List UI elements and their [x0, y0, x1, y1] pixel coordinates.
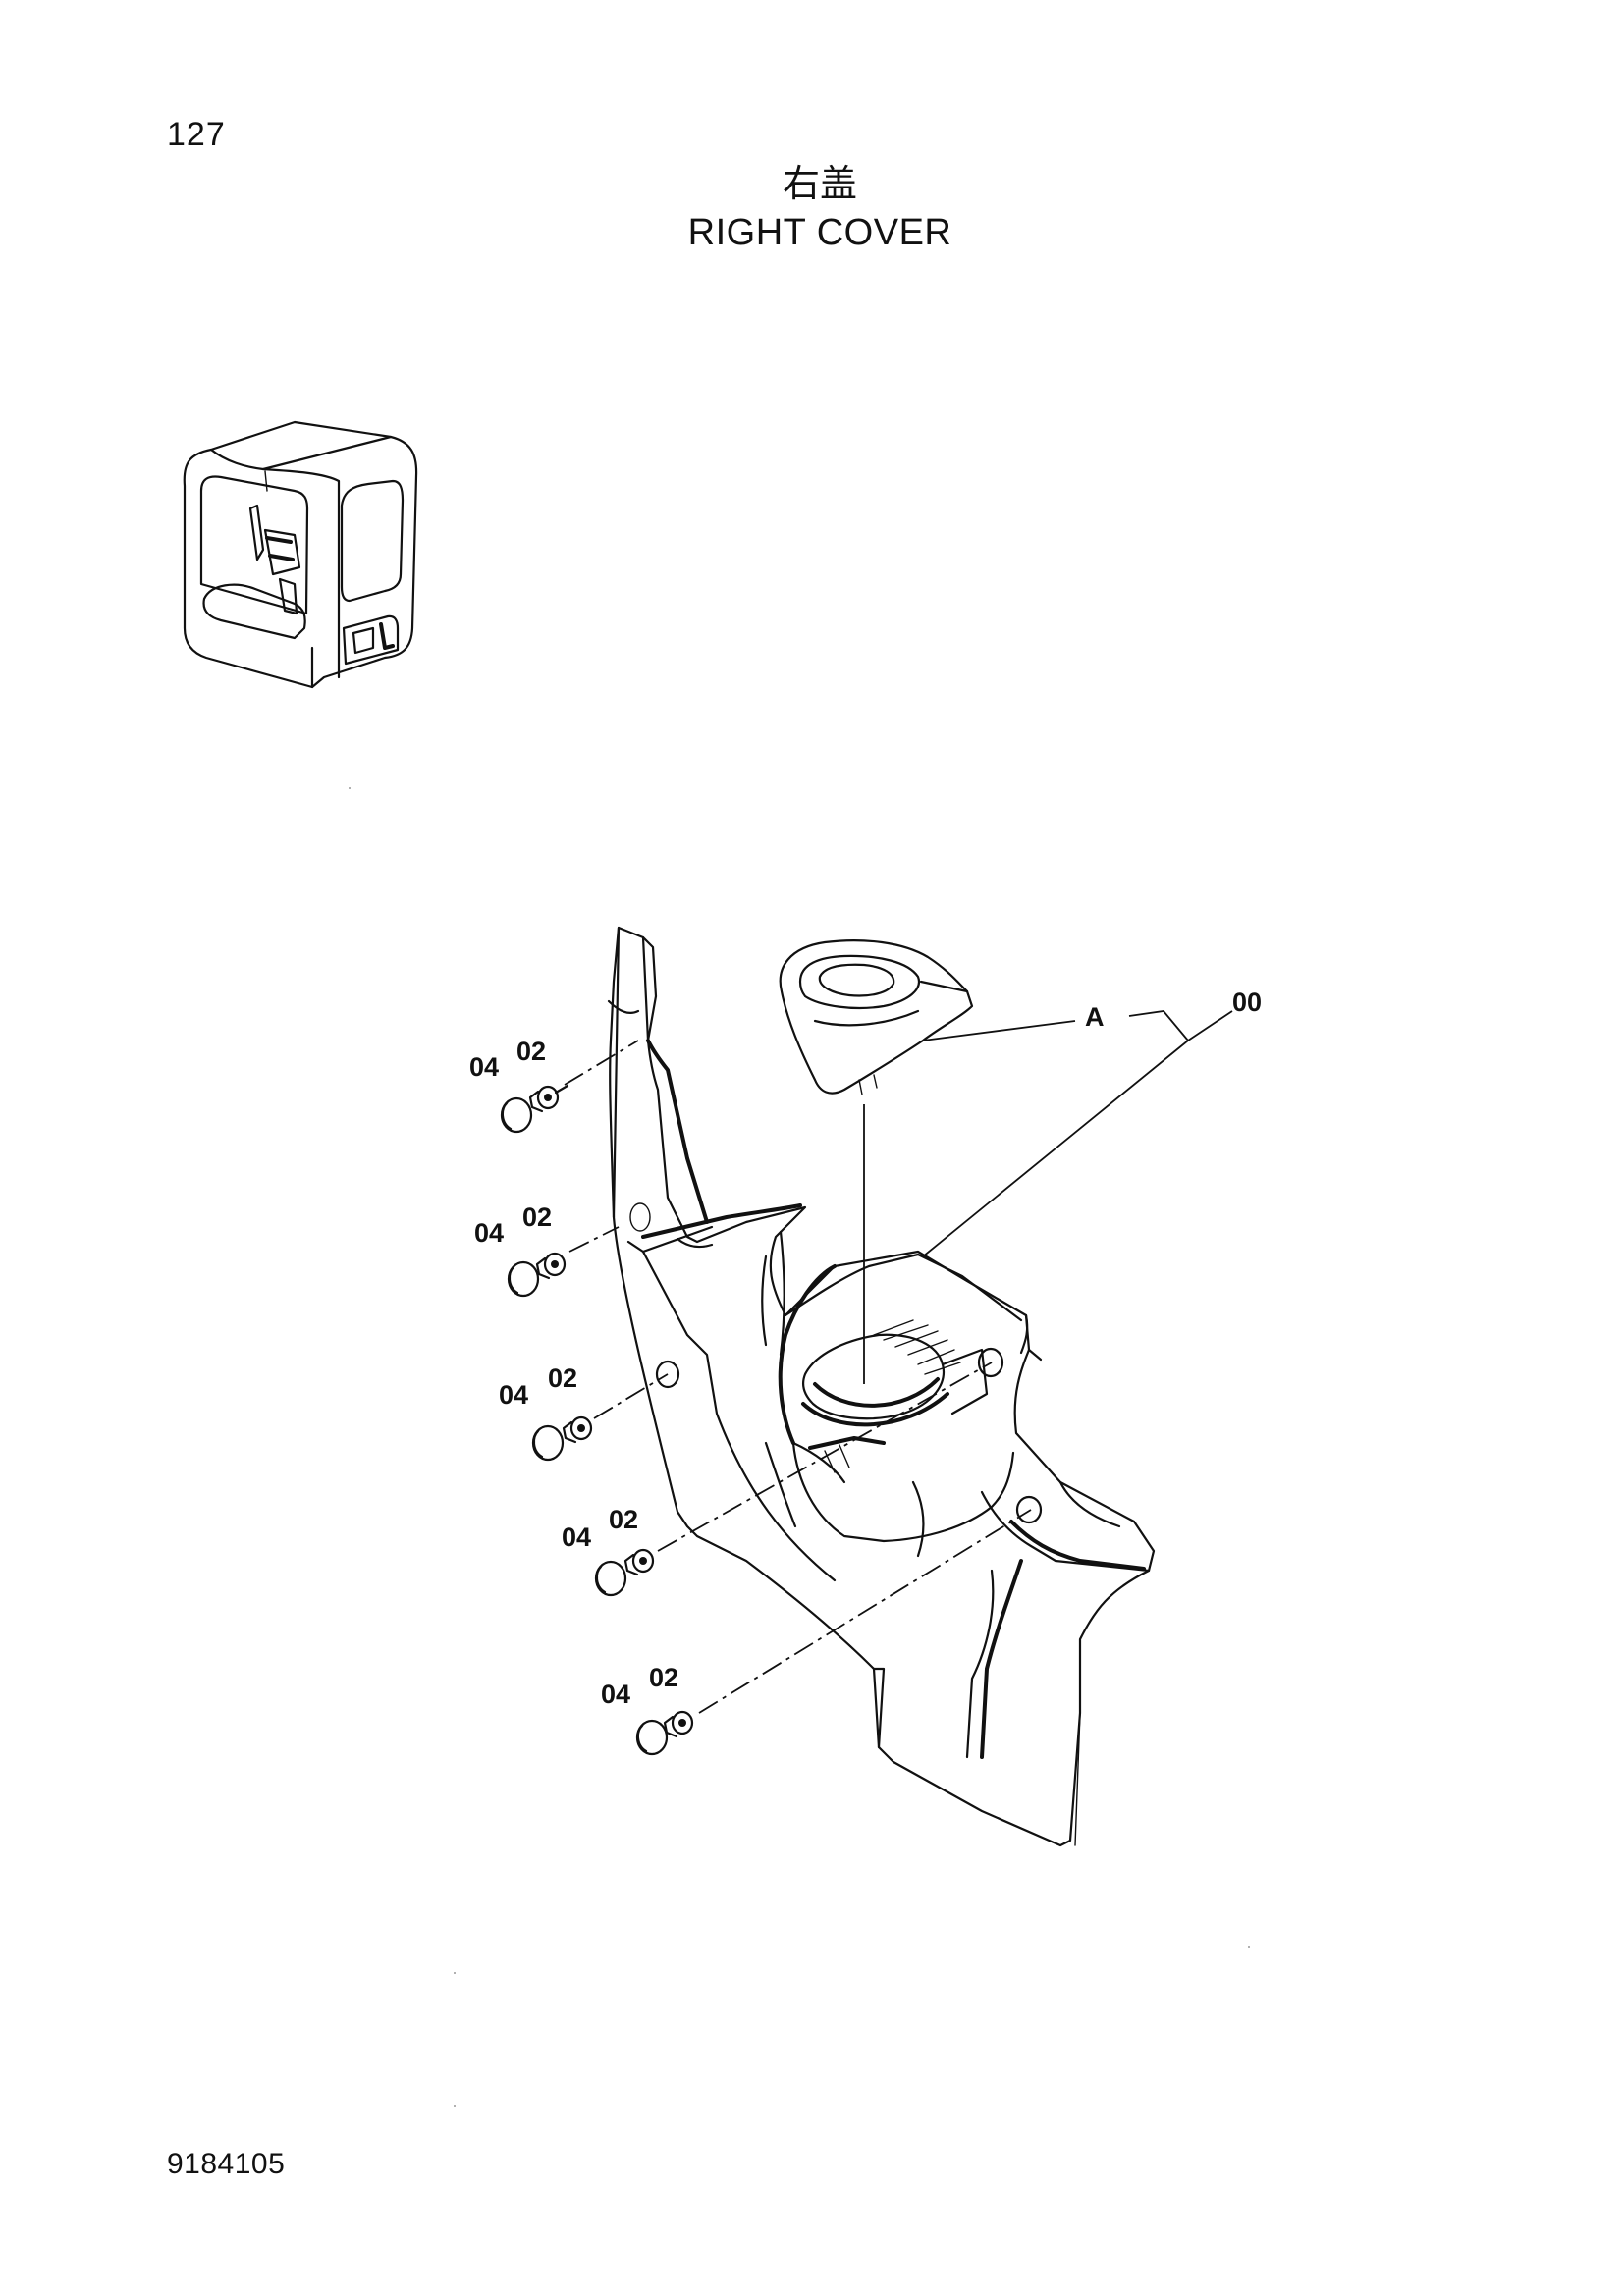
fastener-group-5: 04 02 — [601, 1663, 694, 1756]
cap-callout: 04 — [562, 1522, 591, 1552]
drawing-number: 9184105 — [167, 2148, 286, 2180]
cap-icon — [594, 1560, 627, 1597]
leader-lines — [863, 1010, 1233, 1384]
fastener-group-1: 04 02 — [469, 1037, 569, 1134]
screw-callout: 02 — [516, 1037, 546, 1066]
cap-icon — [507, 1260, 540, 1298]
cap-callout: 04 — [474, 1218, 504, 1248]
page-title-chinese: 右盖 — [782, 162, 857, 205]
right-cover-part-icon — [607, 926, 1156, 1847]
screw-icon — [535, 1252, 567, 1280]
screw-icon — [562, 1415, 593, 1444]
screw-callout: 02 — [522, 1202, 552, 1232]
cap-icon — [531, 1424, 565, 1462]
cap-icon — [635, 1719, 669, 1756]
fastener-group-4: 04 02 — [562, 1505, 655, 1597]
fastener-group-3: 04 02 — [499, 1363, 593, 1462]
attachment-axes — [564, 1040, 1032, 1714]
page-number: 127 — [167, 116, 226, 153]
cap-callout: 04 — [499, 1380, 528, 1410]
title-block: 右盖 RIGHT COVER — [182, 159, 1458, 257]
cap-icon — [500, 1096, 533, 1134]
screw-callout: 02 — [548, 1363, 577, 1393]
screw-icon — [528, 1084, 569, 1113]
page-title-english: RIGHT COVER — [687, 212, 952, 253]
assembly-callout: 00 — [1232, 988, 1262, 1017]
screw-callout: 02 — [609, 1505, 638, 1534]
screw-icon — [623, 1548, 655, 1576]
screw-callout: 02 — [649, 1663, 678, 1692]
cab-locator-icon — [183, 420, 418, 689]
cap-callout: 04 — [601, 1680, 630, 1709]
fastener-group-2: 04 02 — [474, 1202, 567, 1298]
cap-callout: 04 — [469, 1052, 499, 1082]
view-reference-callout: A — [1085, 1002, 1105, 1032]
screw-icon — [663, 1710, 694, 1738]
cup-holder-part-icon — [779, 939, 974, 1095]
